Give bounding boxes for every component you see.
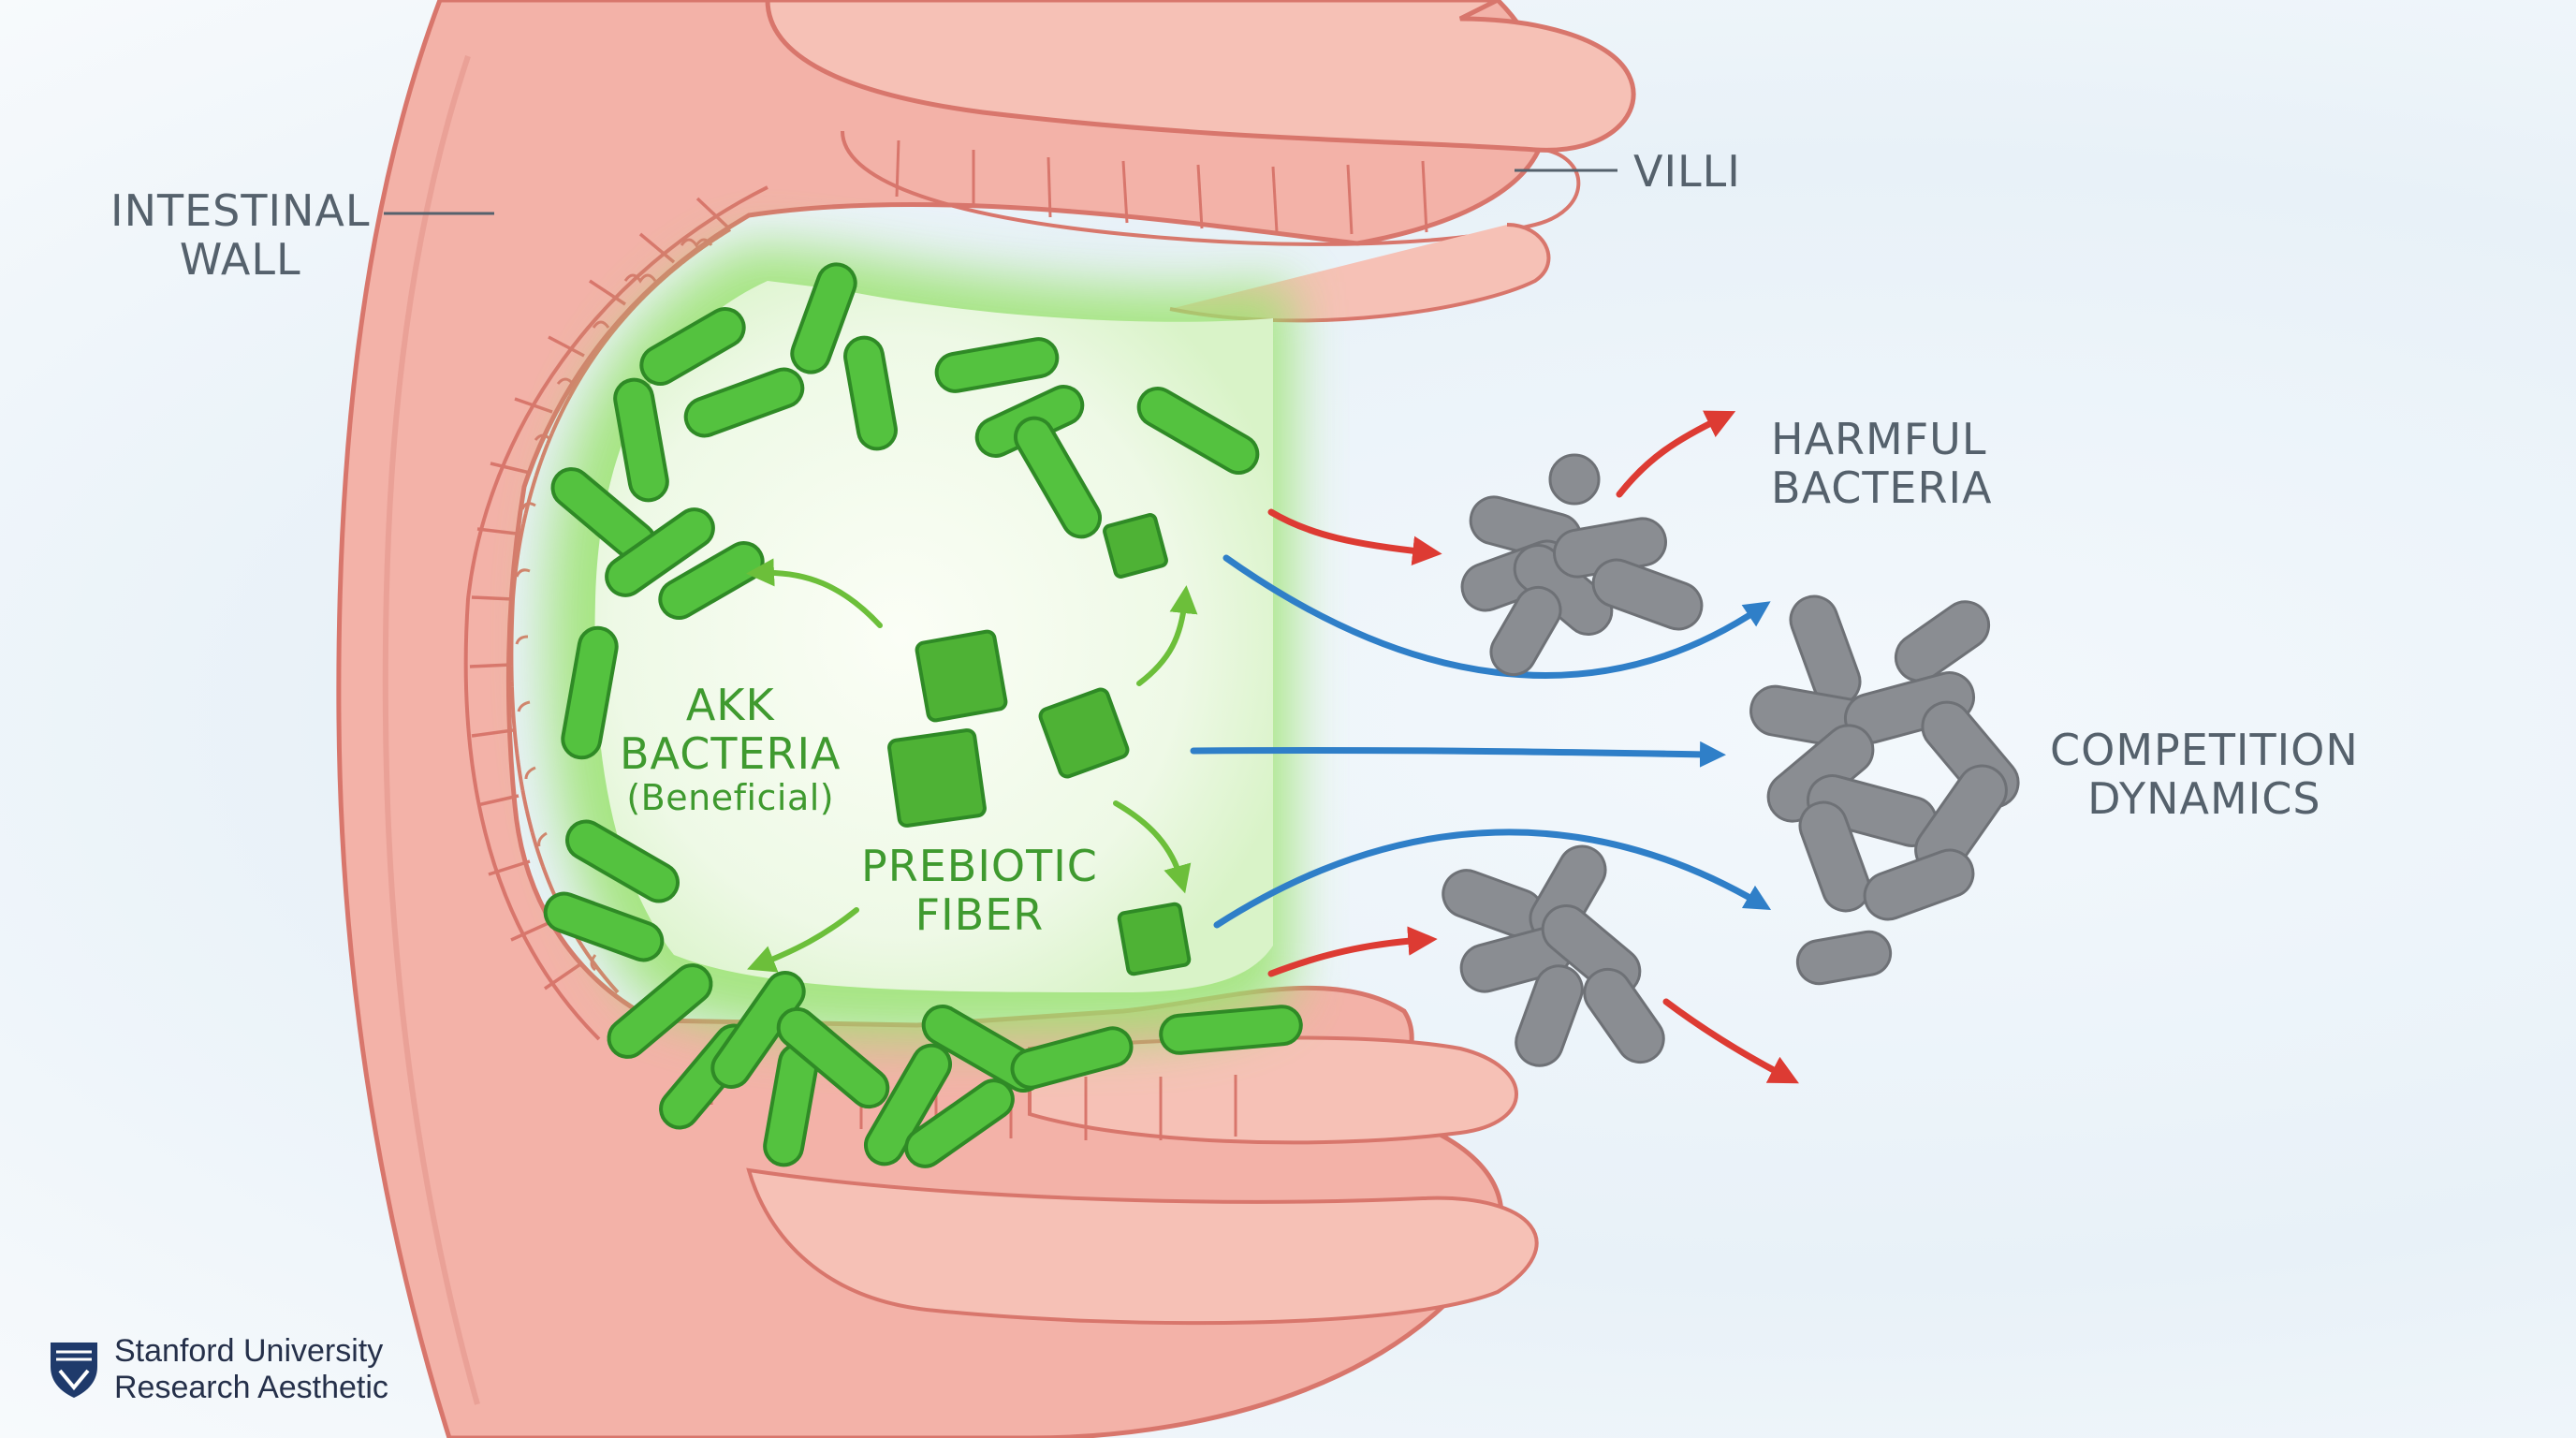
villi <box>710 0 1636 1326</box>
logo-line2: Research Aesthetic <box>114 1369 388 1405</box>
harmful-bacteria <box>1442 453 2020 1067</box>
label-prebiotic-line1: PREBIOTIC <box>861 841 1098 891</box>
label-harmful-bacteria: HARMFUL BACTERIA <box>1771 414 1993 513</box>
red-arrows <box>1267 410 1799 1084</box>
label-prebiotic-line2: FIBER <box>915 888 1045 940</box>
label-intestinal-wall: INTESTINAL WALL <box>110 185 371 285</box>
label-akk-bacteria: AKK BACTERIA (Beneficial) <box>620 680 842 819</box>
label-competition-dynamics: COMPETITION DYNAMICS <box>2050 726 2359 823</box>
label-akk-line2: BACTERIA <box>620 727 842 779</box>
label-competition-line1: COMPETITION <box>2050 725 2359 775</box>
fiber-cycle-arrows <box>746 558 1198 973</box>
stanford-logo: Stanford University Research Aesthetic <box>47 1333 388 1406</box>
label-competition-line2: DYNAMICS <box>2087 772 2321 824</box>
label-leaders <box>384 169 1617 215</box>
logo-line1: Stanford University <box>114 1333 384 1369</box>
label-harmful-line1: HARMFUL <box>1771 414 1987 464</box>
label-villi-text: VILLI <box>1633 146 1741 197</box>
label-prebiotic-fiber: PREBIOTIC FIBER <box>861 841 1098 940</box>
shield-icon <box>51 1342 97 1398</box>
prebiotic-fiber-cubes <box>887 513 1192 976</box>
label-intestinal-wall-line1: INTESTINAL <box>110 185 371 236</box>
label-intestinal-wall-line2: WALL <box>179 233 301 285</box>
akk-bacteria <box>543 262 1303 1168</box>
logo-text: Stanford University Research Aesthetic <box>114 1333 388 1406</box>
label-villi: VILLI <box>1633 146 1741 197</box>
label-akk-note: (Beneficial) <box>626 777 835 819</box>
label-akk-line1: AKK <box>685 680 775 730</box>
lumen <box>547 243 1292 1040</box>
label-harmful-line2: BACTERIA <box>1771 462 1993 513</box>
competition-arrows <box>1190 554 1772 929</box>
